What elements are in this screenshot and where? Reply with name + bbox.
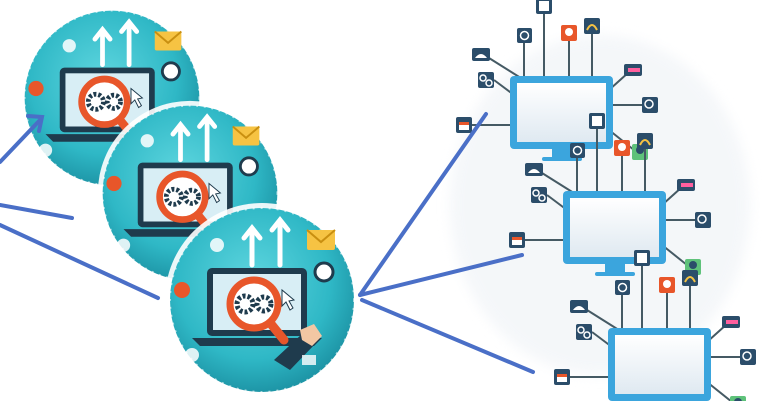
seo-badge	[165, 203, 359, 397]
connector-line	[358, 253, 524, 297]
network-monitors-group	[450, 0, 757, 401]
connector-line	[0, 203, 74, 220]
connector-line	[360, 298, 535, 374]
connector-line	[358, 112, 488, 297]
seo-badges-group	[20, 6, 359, 397]
connector-lines	[0, 112, 535, 374]
connector-line	[0, 223, 160, 300]
arrow-head-icon	[26, 114, 45, 133]
connector-line	[0, 118, 42, 164]
